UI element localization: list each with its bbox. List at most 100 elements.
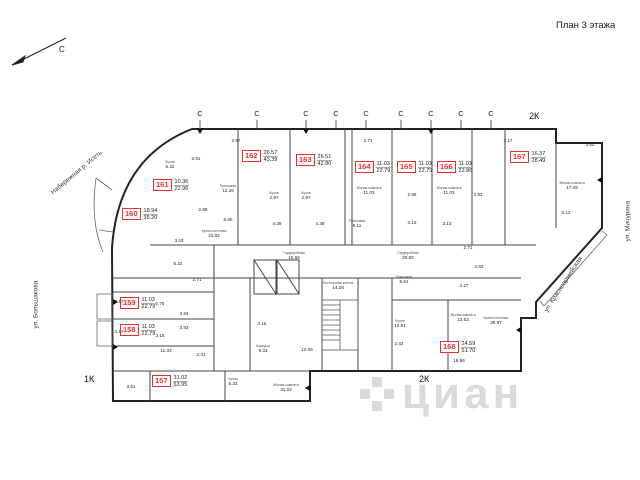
north-arrow-icon	[11, 37, 67, 66]
room-area-value: 18.96	[453, 358, 465, 363]
apartment-number[interactable]: 162	[242, 150, 261, 162]
room-label: 2.71	[193, 277, 202, 282]
room-area-value: 2.97	[301, 195, 311, 200]
room-label: 3.52	[586, 142, 595, 147]
room-area-value: 14.28	[332, 285, 344, 290]
room-name: Прихожая	[348, 219, 366, 223]
room-area-value: 3.52	[585, 142, 595, 147]
room-name: Жилая комната	[356, 186, 382, 190]
room-label: 3.16	[258, 321, 267, 326]
apartment-number[interactable]: 166	[437, 161, 456, 173]
apartment-number[interactable]: 161	[153, 179, 172, 191]
apartment-number[interactable]: 168	[440, 341, 459, 353]
room-name: Гардеробная	[397, 251, 419, 255]
room-area-value: 2.15	[155, 333, 165, 338]
apartment-number[interactable]: 167	[510, 151, 529, 163]
room-name: Коридор	[256, 344, 270, 348]
apartment-number[interactable]: 164	[355, 161, 374, 173]
apartment-number[interactable]: 165	[397, 161, 416, 173]
section-axis-marker: С	[333, 109, 339, 118]
room-area-value: 4.28	[272, 221, 282, 226]
room-name: Прихожая	[219, 184, 237, 188]
apartment-number[interactable]: 159	[120, 297, 139, 309]
living-area-value: 26.57	[262, 150, 279, 157]
living-area-value: 31.02	[172, 375, 189, 382]
room-area-value: 3.17	[114, 329, 124, 334]
room-name: Кухня	[269, 191, 279, 195]
room-label: 2.67	[232, 138, 241, 143]
total-area-value: 22.79	[141, 331, 156, 337]
axis-markers	[113, 129, 602, 391]
section-ticks	[199, 120, 492, 129]
room-area-value: 2.91	[191, 156, 201, 161]
room-area-value: 11.03	[363, 190, 375, 195]
room-area-value: 20.00	[402, 255, 414, 260]
apartment-number[interactable]: 158	[120, 324, 139, 336]
living-area-value: 16.37	[530, 151, 547, 158]
room-name: Кухня	[395, 319, 405, 323]
living-area-value: 10.36	[173, 179, 190, 186]
room-label: 2.31	[197, 352, 206, 357]
room-name: Жилая комната	[559, 181, 585, 185]
street-name-label: ул. Большакова	[32, 280, 40, 329]
room-name: Кухня	[165, 160, 175, 164]
total-area-value: 22.86	[458, 168, 473, 174]
room-area-value: 3.91	[126, 384, 136, 389]
apartment-number[interactable]: 163	[296, 154, 315, 166]
room-area-value: 3.93	[179, 325, 189, 330]
room-area-value: 2.71	[363, 138, 373, 143]
room-name: Кухня	[301, 191, 311, 195]
living-area-value: 11.03	[417, 161, 434, 168]
living-area-value: 26.51	[316, 154, 333, 161]
section-axis-marker: С	[458, 109, 464, 118]
room-label: 4.38	[316, 221, 325, 226]
room-label: 2.42	[395, 341, 404, 346]
room-label: 3.13	[408, 220, 417, 225]
section-axis-marker: С	[428, 109, 434, 118]
room-label: 2.63	[475, 264, 484, 269]
room-label: 2.88	[199, 207, 208, 212]
living-area-value: 11.03	[140, 297, 157, 304]
room-label: 18.96	[453, 358, 465, 363]
room-area-value: 3.13	[407, 220, 417, 225]
room-label: 5.22	[174, 261, 183, 266]
living-area-value: 11.03	[140, 324, 157, 331]
room-area-value: 2.71	[192, 277, 202, 282]
apartment-number[interactable]: 157	[152, 375, 171, 387]
room-area-value: 3.43	[174, 238, 184, 243]
total-area-value: 22.79	[376, 168, 391, 174]
room-label: 2.15	[156, 333, 165, 338]
room-area-value: 2.88	[198, 207, 208, 212]
room-name: Жилая комната	[450, 313, 476, 317]
apartment-number[interactable]: 160	[122, 208, 141, 220]
room-label: 4.28	[273, 221, 282, 226]
room-label: 4.27	[460, 283, 469, 288]
section-axis-marker: С	[254, 109, 260, 118]
room-label: 2.91	[192, 156, 201, 161]
room-area-value: 31.02	[280, 387, 292, 392]
room-area-value: 6.90	[223, 217, 233, 222]
room-name: Гардеробная	[283, 251, 305, 255]
room-name: Жилая комната	[273, 383, 299, 387]
